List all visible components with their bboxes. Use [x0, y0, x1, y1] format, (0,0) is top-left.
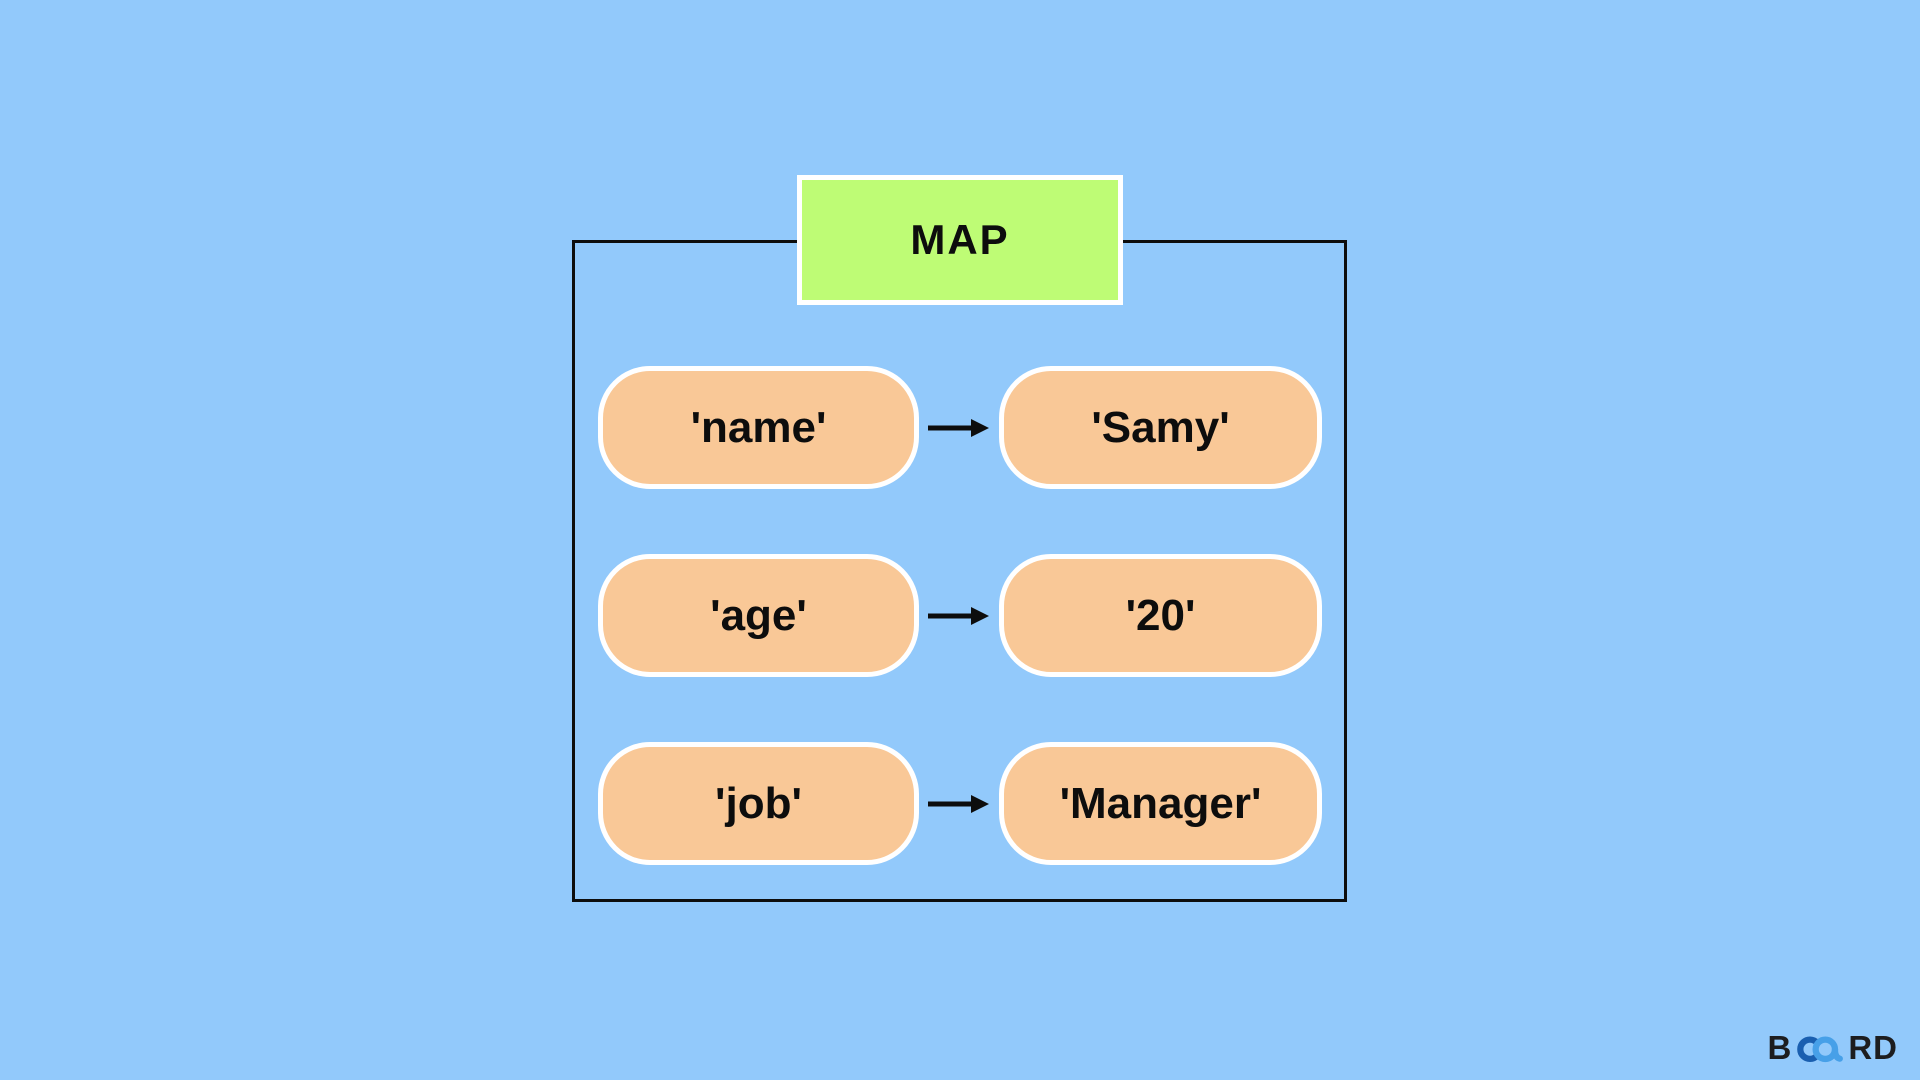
map-value-pill: 'Samy'	[999, 366, 1322, 489]
map-title-label: MAP	[910, 216, 1010, 263]
map-value-pill: 'Manager'	[999, 742, 1322, 865]
board-infinity-logo: B RD	[1767, 1031, 1898, 1064]
logo-letters-rd: RD	[1848, 1029, 1898, 1066]
map-key-pill: 'job'	[598, 742, 919, 865]
arrow-right-icon	[928, 606, 989, 625]
map-title-box: MAP	[797, 175, 1123, 305]
map-value-pill: '20'	[999, 554, 1322, 677]
map-key-pill: 'name'	[598, 366, 919, 489]
map-entry-row: 'age' '20'	[598, 554, 1322, 677]
map-entry-row: 'job' 'Manager'	[598, 742, 1322, 865]
arrow-right-icon	[928, 794, 989, 813]
arrow-right-icon	[928, 418, 989, 437]
logo-letter-b: B	[1767, 1029, 1793, 1066]
map-key-pill: 'age'	[598, 554, 919, 677]
infinity-icon	[1797, 1035, 1844, 1062]
map-entry-row: 'name' 'Samy'	[598, 366, 1322, 489]
